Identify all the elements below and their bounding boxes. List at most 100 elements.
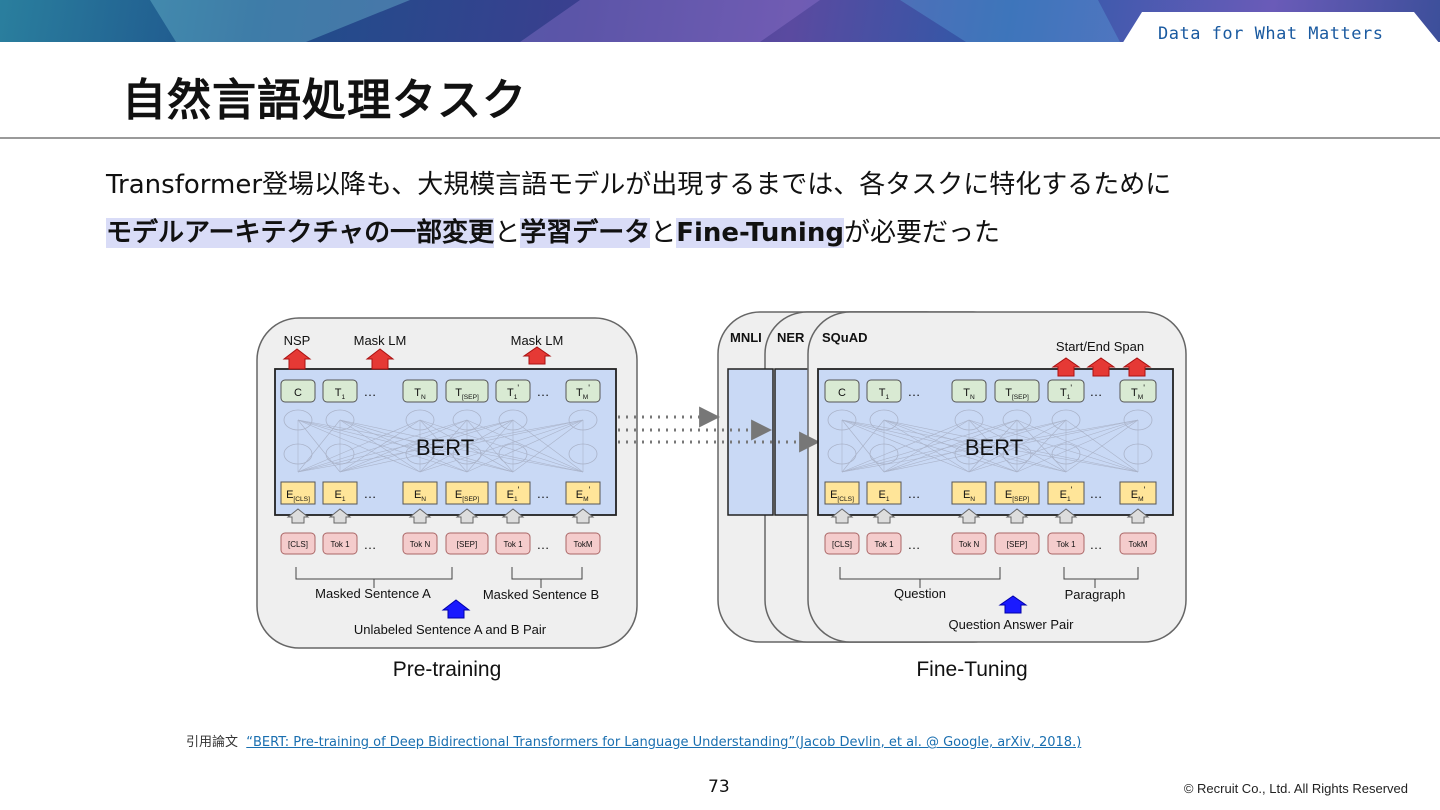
output-token-label: T1: [879, 387, 890, 401]
output-token-box: [994, 379, 1040, 403]
attention-edge: [883, 419, 1139, 473]
embedding-box: [824, 481, 860, 505]
embed-arrow-icon: [1005, 508, 1029, 524]
question-label: Question: [894, 586, 946, 601]
attention-edge: [1016, 419, 1067, 473]
attention-edge: [297, 419, 584, 473]
embedding-label: E1: [878, 489, 889, 503]
input-label: Question Answer Pair: [948, 617, 1074, 632]
input-token-box: [866, 532, 902, 555]
embed-arrow-icon: [1126, 508, 1150, 524]
attention-edge: [339, 419, 514, 473]
input-token-label: Tok 1: [874, 540, 894, 549]
transformer-node: [452, 409, 482, 431]
ellipsis: …: [908, 537, 921, 552]
embedding-label: E[CLS]: [830, 489, 854, 503]
citation-link[interactable]: “BERT: Pre-training of Deep Bidirectiona…: [246, 735, 796, 750]
input-token-box: [824, 532, 860, 555]
input-token-label: TokM: [573, 540, 592, 549]
transformer-node: [498, 443, 528, 465]
attention-edge: [1016, 419, 1139, 473]
output-token-label: TN: [414, 387, 426, 401]
attention-edge: [841, 419, 1018, 473]
embed-arrow-icon: [501, 508, 525, 524]
transformer-node: [869, 443, 899, 465]
embed-arrow-icon: [286, 508, 310, 524]
embedding-label: EN: [963, 489, 975, 503]
embedding-label: E[CLS]: [286, 489, 310, 503]
page-number: 73: [708, 777, 730, 797]
ellipsis: …: [537, 384, 550, 399]
attention-edge: [883, 419, 970, 473]
embed-arrow-icon: [872, 508, 896, 524]
output-token-label: T[SEP]: [455, 387, 479, 401]
bert-label: BERT: [416, 435, 474, 460]
embedding-box: [1047, 481, 1085, 505]
embed-arrow-icon: [328, 508, 352, 524]
head-arrow-icon: [365, 348, 395, 370]
embed-arrow-icon: [455, 508, 479, 524]
transformer-node: [405, 443, 435, 465]
transformer-node: [954, 443, 984, 465]
output-token-label: TM': [576, 383, 590, 401]
input-token-box: [565, 532, 601, 555]
bracket-paragraph: [1063, 567, 1139, 588]
sentence-b-label: Masked Sentence B: [483, 587, 599, 602]
input-token-box: [402, 532, 438, 555]
attention-edge: [466, 419, 584, 473]
bracket-question: [839, 567, 1001, 588]
transformer-node: [1123, 443, 1153, 465]
citation-label: 引用論文: [186, 735, 239, 750]
attention-edge: [339, 419, 421, 473]
attention-edge: [841, 419, 1067, 473]
attention-edge: [297, 419, 514, 473]
transformer-node: [568, 443, 598, 465]
ellipsis: …: [1090, 486, 1103, 501]
input-token-label: [SEP]: [457, 540, 477, 549]
attention-edge: [1065, 419, 1139, 473]
embedding-box: [565, 481, 601, 505]
task-label-ner: NER: [777, 330, 805, 345]
embedding-box: [280, 481, 316, 505]
citation-reference: (Jacob Devlin, et al. @ Google, arXiv, 2…: [795, 735, 1082, 750]
transformer-node: [405, 409, 435, 431]
input-token-box: [951, 532, 987, 555]
banner-facet: [520, 0, 820, 42]
embedding-box: [994, 481, 1040, 505]
title-divider: [0, 137, 1440, 139]
highlight-architecture: モデルアーキテクチャの一部変更: [106, 218, 495, 248]
transformer-node: [1002, 409, 1032, 431]
embed-arrow-icon: [1054, 508, 1078, 524]
input-token-label: Tok N: [410, 540, 431, 549]
attention-edge: [968, 419, 1067, 473]
input-token-box: [495, 532, 531, 555]
attention-edge: [339, 419, 468, 473]
ellipsis: …: [364, 537, 377, 552]
input-token-label: [SEP]: [1007, 540, 1027, 549]
head-label-mask-lm: Mask LM: [354, 333, 407, 348]
input-arrow-icon: [998, 595, 1028, 614]
embedding-label: E[SEP]: [1005, 489, 1029, 503]
output-token-box: [951, 379, 987, 403]
input-token-label: TokM: [1128, 540, 1147, 549]
embedding-label: E[SEP]: [455, 489, 479, 503]
embedding-label: E1': [1060, 485, 1073, 503]
head-label-mask-lm: Mask LM: [511, 333, 564, 348]
embedding-box: [1119, 481, 1157, 505]
ellipsis: …: [537, 537, 550, 552]
task-label-mnli: MNLI: [730, 330, 762, 345]
highlight-training-data: 学習データ: [520, 218, 651, 248]
head-label-nsp: NSP: [284, 333, 311, 348]
input-token-label: [CLS]: [832, 540, 852, 549]
ellipsis: …: [537, 486, 550, 501]
copyright: © Recruit Co., Ltd. All Rights Reserved: [1183, 781, 1408, 796]
mnli-bert-box: [727, 368, 774, 516]
transformer-node: [498, 409, 528, 431]
ellipsis: …: [908, 486, 921, 501]
caption-finetuning: Fine-Tuning: [916, 658, 1027, 681]
transformer-node: [1051, 443, 1081, 465]
input-token-box: [445, 532, 489, 555]
input-token-box: [1047, 532, 1085, 555]
